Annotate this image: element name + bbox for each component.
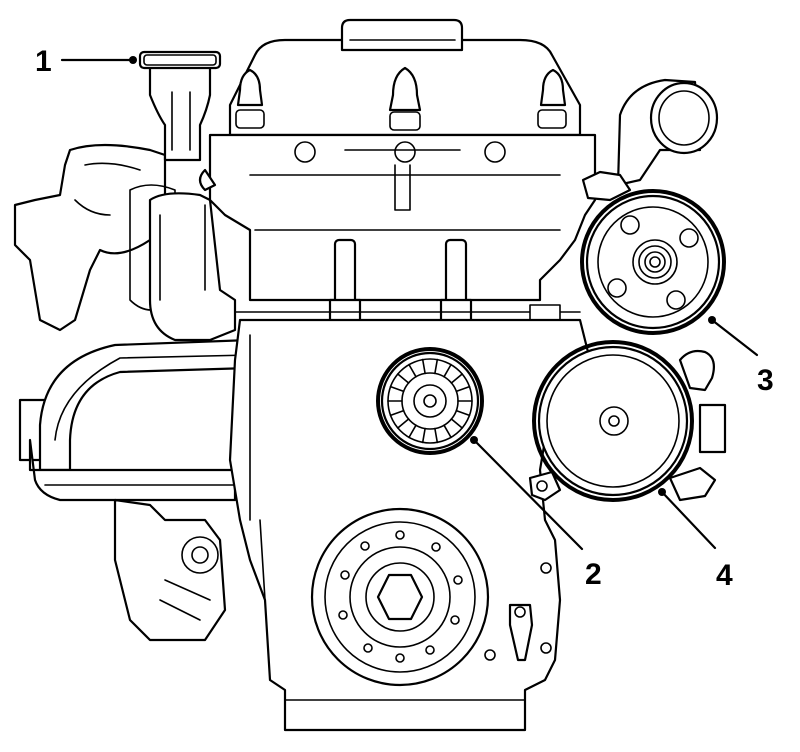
alternator-pulley	[532, 340, 694, 502]
pulley-rib	[408, 363, 417, 378]
pulley-rib	[450, 418, 464, 429]
pulley-rib	[443, 424, 452, 439]
intake-pipe	[28, 338, 252, 502]
callout-3: 3	[708, 316, 774, 397]
valve-cover	[228, 18, 582, 137]
pulley-rib	[389, 409, 405, 417]
pulley-rib	[389, 385, 405, 393]
pulley-rib	[421, 358, 426, 375]
pulley-rib	[455, 409, 471, 417]
idler-pulley-ribs	[387, 358, 473, 444]
coolant-hose	[148, 168, 237, 342]
crankshaft-pulley	[310, 507, 490, 687]
pulley-rib	[396, 418, 410, 429]
idler-pulley	[376, 347, 484, 455]
callout-4: 4	[658, 488, 733, 592]
oil-filler-cap	[138, 50, 222, 70]
pulley-rib	[434, 427, 439, 444]
callout-number-2: 2	[585, 558, 602, 591]
lower-left-bracket	[113, 498, 227, 642]
callout-number-4: 4	[716, 559, 733, 592]
pulley-rib	[396, 373, 410, 384]
callout-1: 1	[35, 45, 137, 78]
callout-number-3: 3	[757, 364, 774, 397]
pulley-rib	[450, 373, 464, 384]
upper-hose	[581, 78, 719, 202]
upper-pulley	[580, 189, 726, 335]
pulley-rib	[408, 424, 417, 439]
oil-filler-neck	[148, 63, 212, 162]
pulley-rib	[443, 363, 452, 378]
callout-2: 2	[470, 436, 602, 591]
pulley-rib	[421, 427, 426, 444]
callout-number-1: 1	[35, 45, 52, 78]
cylinder-head	[208, 133, 597, 302]
alternator-body	[528, 349, 727, 502]
pulley-rib	[455, 385, 471, 393]
crank-bolt-holes	[338, 530, 463, 663]
pulley-rib	[434, 358, 439, 375]
